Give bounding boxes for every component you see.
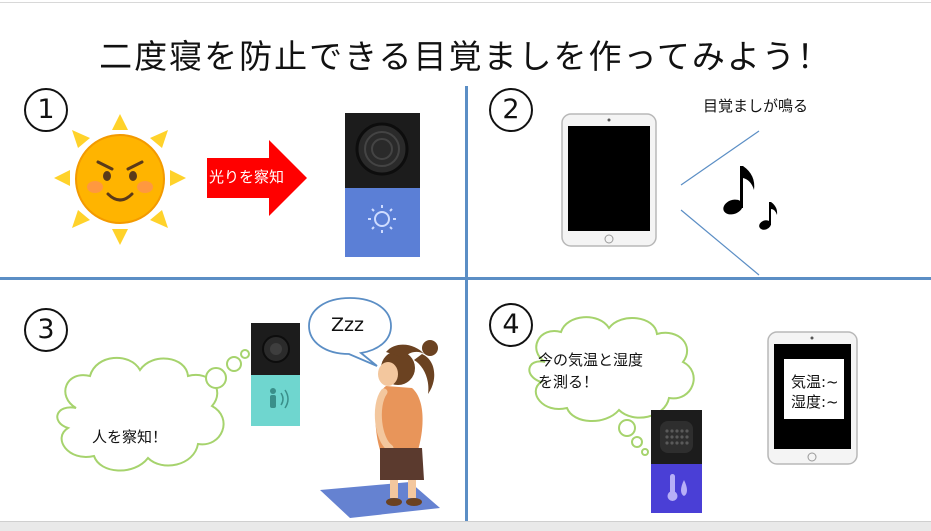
humidity-readout: 湿度:~ xyxy=(791,393,839,411)
page-title: 二度寝を防止できる目覚ましを作ってみよう！ xyxy=(99,37,832,76)
temperature-sensor-block-icon xyxy=(651,410,702,513)
cloud-3-text: 人を察知！ xyxy=(92,428,168,446)
top-border xyxy=(0,2,931,3)
cloud-4-line-1: 今の気温と湿度 xyxy=(538,351,644,369)
sun-icon xyxy=(54,114,186,245)
arrow-label: 光りを察知 xyxy=(209,168,285,186)
tablet-screen-text: 気温:~ 湿度:~ xyxy=(791,372,839,412)
temperature-readout: 気温:~ xyxy=(791,373,839,391)
cloud-4-text: 今の気温と湿度 を測る！ xyxy=(538,349,643,393)
panel-1-number: 1 xyxy=(24,88,68,132)
light-sensor-block-icon xyxy=(345,113,420,257)
thought-cloud-4 xyxy=(528,316,695,456)
speech-bubble xyxy=(308,297,392,367)
red-arrow-shape xyxy=(207,140,307,216)
music-notes-icon xyxy=(723,166,778,230)
bubble-text: Zzz xyxy=(331,314,364,336)
cloud-4-line-2: を測る！ xyxy=(538,373,599,391)
sleepy-woman-illustration xyxy=(320,340,440,518)
bottom-status-bar xyxy=(0,521,931,531)
tablet-display-icon xyxy=(767,331,858,465)
panel-4-number: 4 xyxy=(489,303,533,347)
thought-cloud-3 xyxy=(56,349,250,472)
panel-2-number: 2 xyxy=(489,88,533,132)
sound-lines xyxy=(680,130,760,276)
human-sensor-block-icon xyxy=(251,323,300,426)
panel-3-number: 3 xyxy=(24,308,68,352)
vertical-divider xyxy=(465,86,468,523)
tablet-icon xyxy=(561,113,657,247)
alarm-caption: 目覚ましが鳴る xyxy=(703,97,809,115)
horizontal-divider xyxy=(0,277,931,280)
